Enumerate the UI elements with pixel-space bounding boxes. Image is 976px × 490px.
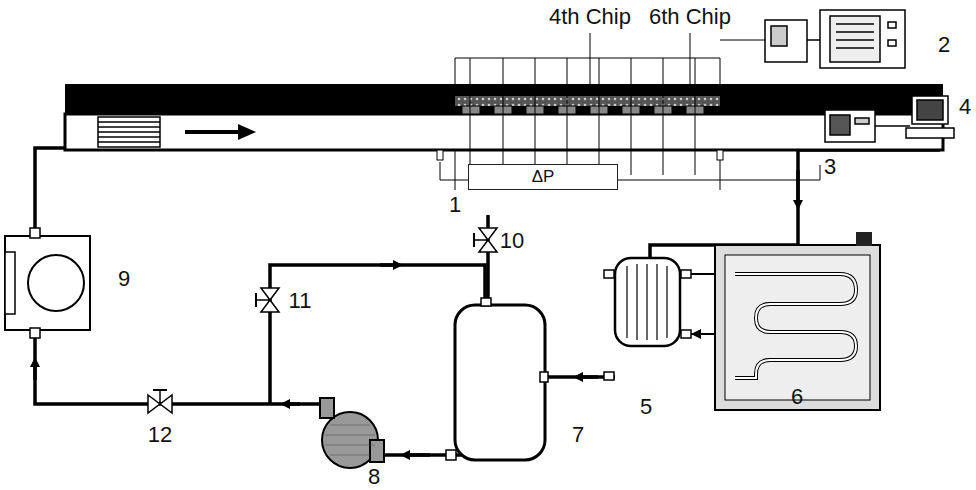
- callout-number: 6: [791, 386, 803, 408]
- pressure-box: ΔP: [468, 164, 618, 190]
- callout-number: 7: [572, 424, 584, 446]
- callout-number: 9: [118, 268, 130, 290]
- callout-number: 3: [824, 156, 836, 178]
- chip-label: 6th Chip: [649, 6, 731, 28]
- callout-number: 4: [959, 96, 971, 118]
- callout-number: 1: [449, 194, 461, 216]
- callout-number: 10: [500, 230, 524, 252]
- callout-number: 12: [148, 424, 172, 446]
- callout-number: 5: [640, 396, 652, 418]
- callout-number: 2: [938, 34, 950, 56]
- callout-number: 11: [289, 290, 312, 312]
- callout-number: 8: [368, 466, 380, 488]
- chip-label: 4th Chip: [549, 6, 631, 28]
- node-text: ΔP: [532, 167, 555, 187]
